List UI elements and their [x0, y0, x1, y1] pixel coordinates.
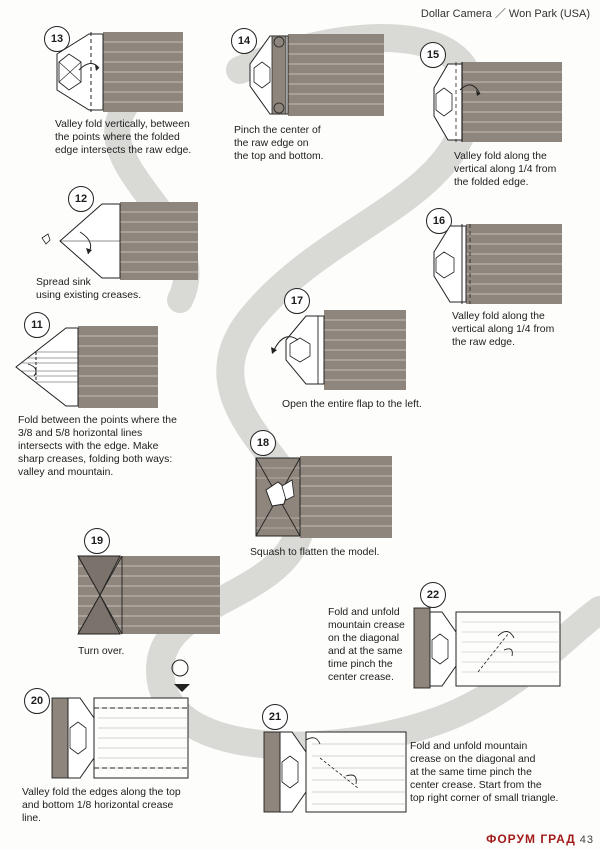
- step-number-16: 16: [426, 208, 452, 234]
- step-15-diagram: [433, 62, 562, 142]
- step-15-caption: Valley fold along the vertical along 1/4…: [454, 151, 557, 188]
- step-19-caption: Turn over.: [78, 646, 125, 657]
- step-21-caption: Fold and unfold mountain crease on the d…: [410, 741, 559, 804]
- step-11-diagram: [15, 326, 158, 408]
- step-number-17: 17: [284, 288, 310, 314]
- step-16-caption: Valley fold along the vertical along 1/4…: [452, 311, 555, 348]
- step-13-diagram: [56, 32, 183, 112]
- step-number-11: 11: [24, 312, 50, 338]
- step-14-caption: Pinch the center of the raw edge on the …: [234, 125, 324, 162]
- step-number-20: 20: [24, 688, 50, 714]
- step-17-caption: Open the entire flap to the left.: [282, 399, 422, 410]
- step-number-19: 19: [84, 528, 110, 554]
- step-number-14: 14: [231, 28, 257, 54]
- page-number: 43: [579, 834, 594, 846]
- step-22-caption: Fold and unfold mountain crease on the d…: [328, 607, 405, 683]
- step-16-diagram: [433, 224, 562, 304]
- step-18-caption: Squash to flatten the model.: [250, 547, 380, 558]
- step-number-22: 22: [420, 582, 446, 608]
- step-21-diagram: [263, 731, 407, 813]
- step-number-12: 12: [68, 186, 94, 212]
- step-number-18: 18: [250, 430, 276, 456]
- step-11-caption: Fold between the points where the 3/8 an…: [18, 415, 177, 478]
- step-number-15: 15: [420, 42, 446, 68]
- step-22-diagram: [413, 607, 561, 689]
- step-19-diagram: [77, 555, 220, 635]
- turn-over-icon: [171, 659, 190, 692]
- step-17-diagram: [271, 310, 406, 390]
- step-number-13: 13: [44, 26, 70, 52]
- step-14-diagram: [249, 34, 384, 116]
- footer-logo: ФОРУМ ГРАД: [486, 832, 576, 846]
- step-12-diagram: [41, 202, 198, 280]
- step-20-diagram: [51, 697, 189, 779]
- step-number-21: 21: [262, 704, 288, 730]
- step-20-caption: Valley fold the edges along the top and …: [22, 787, 181, 824]
- step-18-diagram: [255, 456, 392, 538]
- page-header: Dollar Camera ／ Won Park (USA): [420, 8, 590, 20]
- step-13-caption: Valley fold vertically, between the poin…: [55, 119, 192, 156]
- step-12-caption: Spread sink using existing creases.: [36, 277, 142, 301]
